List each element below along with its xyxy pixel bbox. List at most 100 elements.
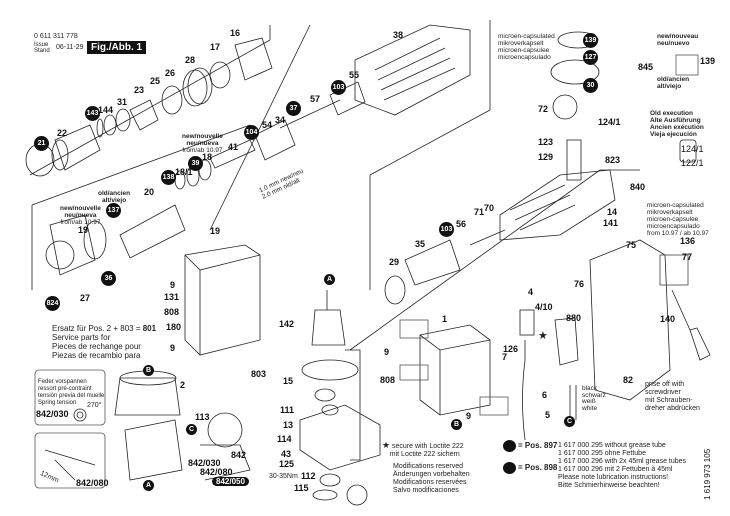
- note-line: Piezas de recambio para: [52, 351, 141, 360]
- figure-label: Fig./Abb. 1: [87, 41, 147, 54]
- note-line: Spring tension: [38, 400, 77, 406]
- callout: 111: [280, 405, 295, 415]
- callout: 140: [660, 314, 676, 324]
- note-line: Please note lubrication instructions!: [558, 474, 669, 481]
- part-17: [209, 61, 231, 89]
- note-line: microen-capsulated: [498, 33, 555, 40]
- callout: 34: [275, 115, 286, 125]
- note-line: microen-capsulee: [498, 47, 550, 54]
- part-38: [354, 24, 471, 116]
- part-77: [659, 254, 689, 286]
- note-line: microencapsulado: [498, 54, 551, 61]
- callout: 43: [281, 449, 292, 459]
- note-line: black: [582, 385, 598, 392]
- note-line: alt/viejo: [657, 83, 682, 90]
- grease-dot-icon: [503, 462, 516, 474]
- note-line: Ancien exécution: [650, 124, 704, 131]
- callout-lubricated: 21: [34, 136, 49, 151]
- part-139: [557, 31, 599, 49]
- note-line: Alte Ausführung: [650, 117, 701, 124]
- callout: 842/080: [76, 478, 109, 488]
- frame-left: [31, 124, 251, 290]
- part-26: [161, 85, 183, 115]
- part-70: [469, 229, 506, 246]
- callout: 1: [442, 314, 448, 324]
- note-line: 1 617 000 295 without grease tube: [558, 442, 666, 449]
- callout: 7: [502, 352, 508, 362]
- part-19: [49, 214, 96, 276]
- callout: 77: [682, 252, 693, 262]
- callout: 142: [279, 319, 295, 329]
- part-4-switch: [519, 309, 535, 336]
- connector-label-c: C: [186, 424, 197, 435]
- callout: 19: [210, 226, 221, 236]
- part-20: [119, 204, 186, 259]
- note-line: schwarz: [582, 391, 606, 399]
- pos-898-legend: = Pos. 898: [503, 462, 557, 474]
- note-line: mikroverkapselt: [647, 209, 693, 216]
- note-line: 801: [142, 324, 157, 333]
- frame-upper: [29, 24, 311, 231]
- part-840-housing: [499, 169, 616, 241]
- part-1-housing: [419, 324, 491, 416]
- connector-label-a: A: [143, 480, 154, 491]
- part-75-handle: [589, 239, 671, 401]
- frame-middle: [369, 20, 491, 290]
- callout: 75: [626, 240, 637, 250]
- note-line: microen-capsulated: [647, 202, 704, 209]
- torque-label: 30-35Nm: [269, 473, 298, 480]
- housing-left: [184, 244, 261, 356]
- callout: 5: [545, 410, 551, 420]
- callout: 112: [301, 471, 316, 481]
- callout: 55: [349, 70, 360, 80]
- callout-lubricated: 36: [101, 271, 116, 286]
- callout-lubricated: 143: [85, 106, 100, 121]
- loctite-star-icon: ★: [382, 440, 391, 450]
- callout: 144: [98, 105, 114, 115]
- note-line: weiß: [582, 398, 596, 405]
- callout: 803: [251, 369, 267, 379]
- callout: 139: [700, 56, 716, 66]
- callout: 72: [538, 104, 549, 114]
- note-line: mikroverkapselt: [498, 40, 544, 47]
- part-880: [554, 317, 579, 366]
- callout: 842/030: [36, 409, 69, 419]
- callout: 141: [603, 218, 619, 228]
- callout: 29: [389, 257, 400, 267]
- part-28: [182, 69, 208, 107]
- part-842-holder: [124, 419, 183, 481]
- callout: 131: [164, 292, 180, 302]
- callout-lubricated: 104: [244, 125, 259, 140]
- callout-lubricated: 138: [161, 170, 176, 185]
- part-142: [311, 290, 346, 346]
- callout: 113: [195, 412, 210, 422]
- grease-dot-icon: [503, 440, 516, 452]
- callout: 57: [310, 94, 321, 104]
- part-35: [404, 239, 461, 286]
- callout: 19: [78, 225, 89, 235]
- callout: 823: [605, 155, 621, 165]
- callout: 41: [228, 142, 239, 152]
- note-line: ressort pré-contraint: [38, 386, 92, 392]
- callout: 76: [574, 279, 585, 289]
- note-line: tensión previa del muelle: [38, 393, 105, 399]
- part-31: [115, 108, 131, 132]
- callout-lubricated: 139: [583, 33, 598, 48]
- part-number: 0 611 311 778: [34, 33, 78, 40]
- connector-label-b: B: [451, 419, 462, 430]
- callout: 56: [456, 219, 467, 229]
- callout: 115: [294, 483, 309, 493]
- part-2: [114, 377, 181, 416]
- callout: 82: [623, 375, 634, 385]
- note-line: Ersatz für Pos. 2 + 803 =: [52, 324, 143, 333]
- callout: 124/1: [681, 144, 704, 154]
- callout: 17: [210, 42, 221, 52]
